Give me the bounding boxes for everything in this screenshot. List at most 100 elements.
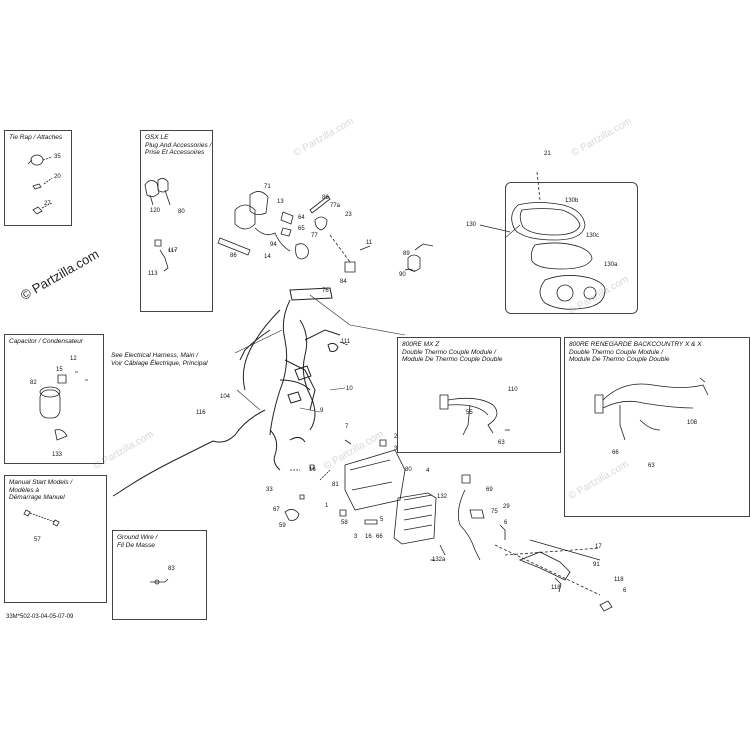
renegarde-title: 800RE RENEGARDE BACKCOUNTRY X & X Double…: [569, 341, 702, 363]
part-label: 13: [277, 199, 284, 205]
part-label: 133: [52, 452, 63, 458]
part-label: 86: [322, 195, 329, 201]
part-label: 130c: [586, 233, 600, 239]
part-label: 15: [56, 367, 63, 373]
part-label: 116: [196, 410, 206, 416]
main-harness: [112, 287, 349, 497]
part-label: 3: [394, 446, 398, 452]
capacitor-box: Capacitor / Condensateur: [4, 334, 104, 464]
ground-wire-title: Ground Wire / Fil De Masse: [117, 534, 158, 549]
part-label: 94: [270, 242, 277, 248]
gsx-le-title: GSX LE Plug And Accessories / Prise Et A…: [145, 134, 212, 156]
mx-z-box: 800RE MX Z Double Thermo Couple Module /…: [397, 337, 561, 453]
mx-z-parts: [439, 394, 510, 436]
part-label: 33: [266, 487, 273, 493]
ground-wire-box: Ground Wire / Fil De Masse: [112, 530, 207, 620]
part-label: 76: [322, 288, 329, 294]
upper-center-parts: [217, 191, 434, 273]
manual-start-box: Manual Start Models / Modèles à Démarrag…: [4, 475, 107, 603]
part-label: 58: [341, 520, 348, 526]
part-label: 130b: [565, 198, 579, 204]
tie-rap-box: Tie Rap / Attaches: [4, 130, 72, 226]
part-label: 71: [264, 184, 271, 190]
part-label: 2: [394, 434, 398, 440]
part-label: 16: [365, 534, 372, 540]
tie-rap-title: Tie Rap / Attaches: [9, 134, 63, 141]
part-label: 75: [491, 509, 498, 515]
part-label: 67: [273, 507, 280, 513]
part-label: 130: [466, 222, 477, 228]
gsx-le-parts: [144, 178, 176, 272]
reference-code: 33M*502-03-04-05-07-09: [6, 614, 74, 620]
part-label: 27: [44, 201, 51, 207]
part-label: 83: [168, 566, 175, 572]
right-lower-parts: [494, 539, 613, 612]
renegarde-parts: [594, 377, 709, 441]
part-label: 20: [54, 174, 61, 180]
part-label: 110: [508, 387, 518, 393]
part-label: 130a: [604, 262, 618, 268]
part-label: 65: [298, 226, 305, 232]
part-label: 35: [54, 154, 61, 160]
part-label: 9: [320, 408, 324, 414]
part-label: 66: [376, 534, 383, 540]
part-label: 6: [623, 588, 627, 594]
part-label: 86: [230, 253, 237, 259]
part-label: 81: [332, 482, 339, 488]
part-label: 7: [345, 424, 349, 430]
part-label: 21: [544, 151, 551, 157]
manual-start-parts: [23, 509, 60, 527]
part-label: 89: [403, 251, 410, 257]
tie-rap-parts: [27, 154, 53, 215]
part-label: 77a: [330, 203, 341, 209]
part-label: 77: [311, 233, 318, 239]
part-label: 12: [70, 356, 77, 362]
part-label: 82: [30, 380, 37, 386]
battery-bracket-parts: [284, 439, 506, 561]
part-label: 91: [593, 562, 600, 568]
part-label: 113: [148, 271, 158, 277]
part-label: 64: [298, 215, 305, 221]
part-label: 132a: [432, 557, 446, 563]
manual-start-title: Manual Start Models / Modèles à Démarrag…: [9, 479, 73, 501]
mx-z-title: 800RE MX Z Double Thermo Couple Module /…: [402, 341, 503, 363]
part-label: 84: [340, 279, 347, 285]
part-label: 23: [345, 212, 352, 218]
capacitor-parts: [39, 371, 88, 441]
part-label: 1: [325, 503, 329, 509]
gauge-cluster-box: [505, 182, 638, 314]
part-label: 118: [551, 585, 561, 591]
part-label: 3: [354, 534, 358, 540]
part-label: 90: [399, 272, 406, 278]
part-label: 14: [264, 254, 271, 260]
part-label: 57: [34, 537, 41, 543]
renegarde-box: 800RE RENEGARDE BACKCOUNTRY X & X Double…: [564, 337, 750, 517]
part-label: 17: [595, 544, 602, 550]
part-label: 120: [150, 208, 161, 214]
gsx-le-box: GSX LE Plug And Accessories / Prise Et A…: [140, 130, 213, 312]
part-label: 117: [168, 248, 178, 254]
part-label: 63: [648, 463, 655, 469]
ground-wire-parts: [150, 578, 169, 585]
gauge-cluster-parts: [479, 171, 606, 310]
capacitor-title: Capacitor / Condensateur: [9, 338, 84, 345]
part-label: 59: [279, 523, 286, 529]
part-label: 80: [178, 209, 185, 215]
part-label: 111: [341, 339, 351, 345]
part-label: 55: [466, 410, 473, 416]
part-label: 6: [504, 520, 508, 526]
part-label: 11: [366, 240, 373, 246]
part-label: 80: [405, 467, 412, 473]
main-harness-callout: See Electrical Harness, Main / Voir Câbl…: [111, 352, 208, 367]
part-label: 63: [498, 440, 505, 446]
part-label: 5: [380, 517, 384, 523]
part-label: 66: [612, 450, 619, 456]
part-label: 132: [437, 494, 448, 500]
leader-lines: [234, 224, 521, 413]
part-label: 29: [503, 504, 510, 510]
part-label: 4: [426, 468, 430, 474]
part-label: 69: [486, 487, 493, 493]
part-label: 10: [346, 386, 353, 392]
